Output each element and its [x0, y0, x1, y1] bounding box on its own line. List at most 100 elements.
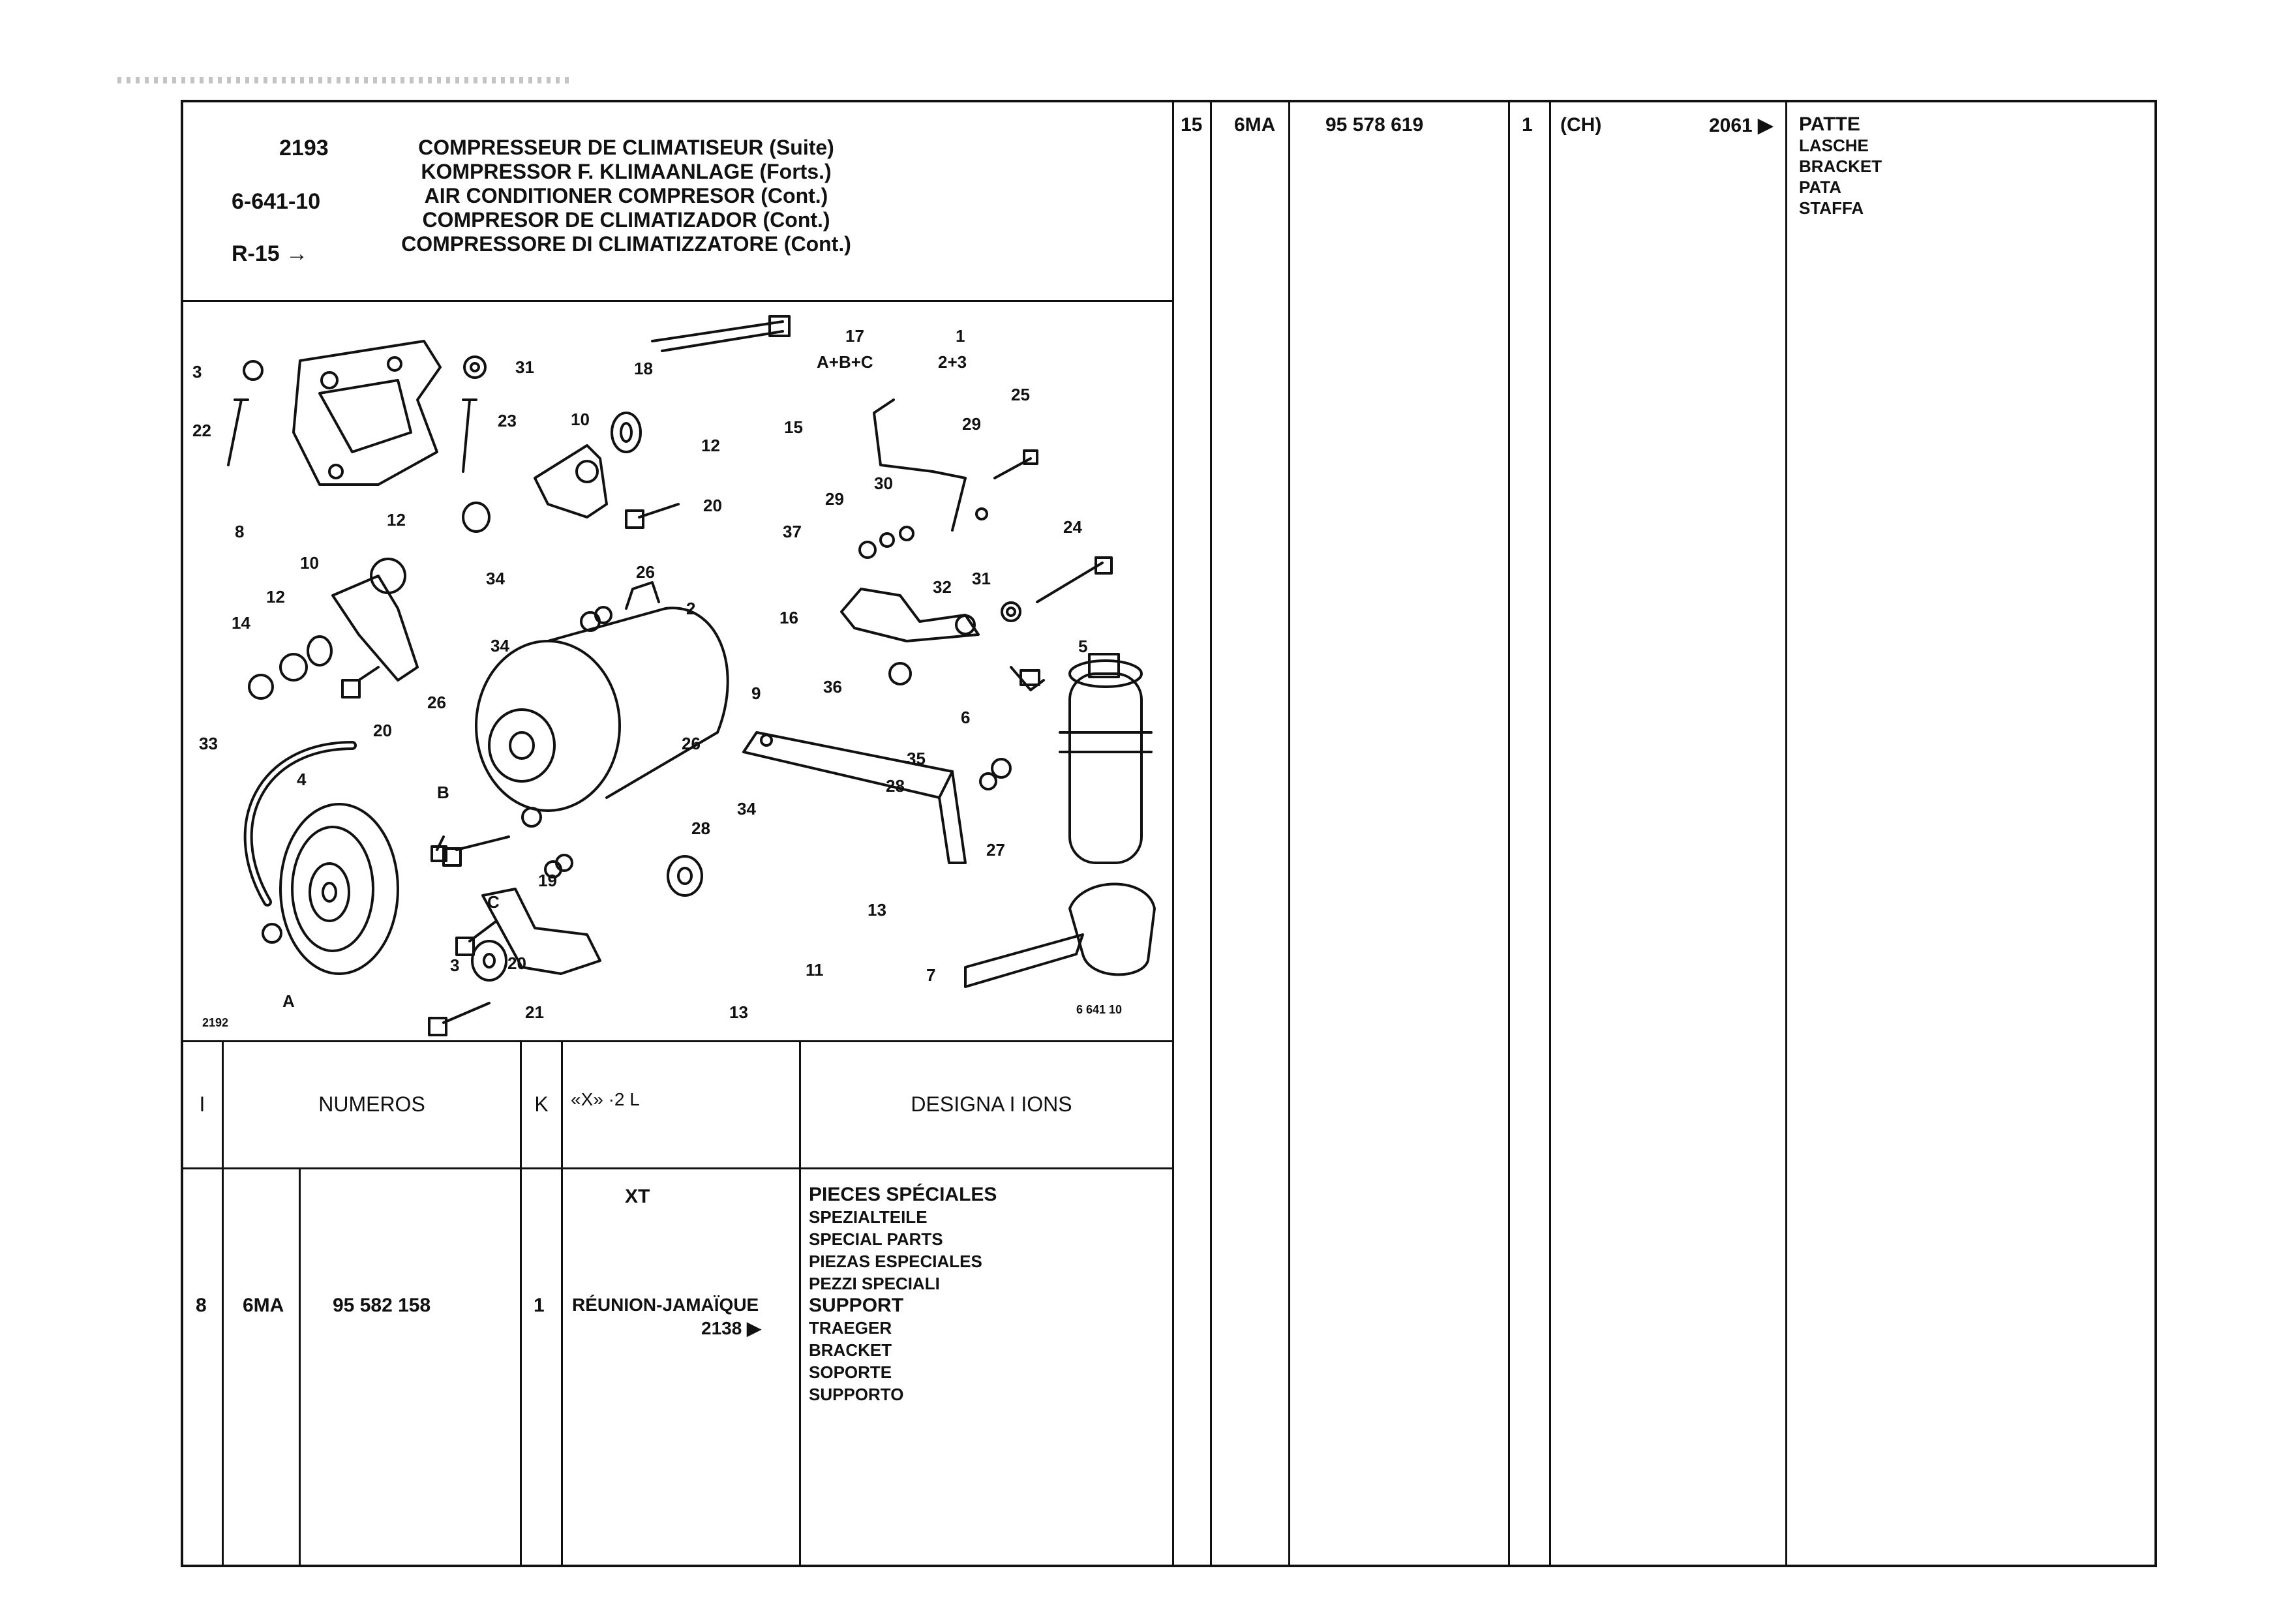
- right-row-index: 15: [1181, 114, 1203, 136]
- callout-8: 8: [235, 522, 245, 541]
- callout-15: 15: [784, 417, 803, 437]
- title-it: COMPRESSORE DI CLIMATIZZATORE (Cont.): [401, 232, 851, 256]
- callout-A: A: [282, 991, 295, 1011]
- callout-1-sub: 2+3: [938, 352, 967, 372]
- designation-support-de: TRAEGER: [809, 1318, 892, 1338]
- col-head-designations: DESIGNA I IONS: [911, 1092, 1072, 1116]
- callout-4: 4: [297, 770, 307, 789]
- callout-34b: 34: [491, 636, 509, 655]
- col-head-index: I: [199, 1092, 205, 1116]
- designation-special-parts-it: PEZZI SPECIALI: [809, 1274, 940, 1293]
- designation-special-parts-es: PIEZAS ESPECIALES: [809, 1252, 982, 1271]
- callout-24: 24: [1063, 517, 1082, 537]
- callout-2: 2: [686, 599, 696, 618]
- left-col-sep-4: [799, 1040, 801, 1567]
- callout-12c: 12: [266, 587, 285, 607]
- callout-9: 9: [751, 683, 761, 703]
- header-bottom-line: [181, 300, 1173, 302]
- callout-C: C: [487, 892, 500, 912]
- reference-arrow: R-15 →: [232, 241, 309, 266]
- figure-number: 2192: [202, 1016, 229, 1029]
- callout-17-sub: A+B+C: [817, 352, 873, 372]
- callout-12b: 12: [387, 510, 406, 530]
- callout-26b: 26: [427, 693, 446, 712]
- callout-31a: 31: [515, 357, 534, 377]
- callout-3b: 3: [450, 955, 460, 975]
- callout-20b: 20: [373, 721, 392, 740]
- designation-special-parts-en: SPECIAL PARTS: [809, 1229, 943, 1249]
- callout-13b: 13: [729, 1002, 748, 1022]
- left-row-model-note: RÉUNION-JAMAÏQUE: [572, 1295, 759, 1315]
- callout-32: 32: [933, 577, 952, 597]
- right-col-sep-1: [1210, 100, 1212, 1567]
- callout-33: 33: [199, 734, 218, 753]
- group-number: 2193: [279, 136, 329, 160]
- callout-25: 25: [1011, 385, 1030, 404]
- right-row-qty: 1: [1522, 114, 1533, 136]
- callout-20c: 20: [507, 954, 526, 973]
- title-es: COMPRESOR DE CLIMATIZADOR (Cont.): [422, 208, 830, 232]
- right-col-sep-5: [1785, 100, 1787, 1567]
- callout-16: 16: [779, 608, 798, 627]
- callout-37: 37: [783, 522, 802, 541]
- designation-patte-de: LASCHE: [1799, 136, 1869, 155]
- callout-19: 19: [538, 871, 557, 890]
- right-row-designations: PATTE LASCHE BRACKET PATA STAFFA: [1799, 114, 1882, 218]
- designation-patte-it: STAFFA: [1799, 198, 1864, 218]
- left-col-sep-3: [561, 1040, 563, 1567]
- col-head-model: «X» ·2 L: [571, 1089, 640, 1109]
- title-en: AIR CONDITIONER COMPRESOR (Cont.): [424, 184, 828, 207]
- right-col-sep-3: [1508, 100, 1510, 1567]
- right-row-code: 6MA: [1234, 114, 1276, 136]
- left-row-qty: 1: [534, 1295, 545, 1316]
- left-row-ref: 2138 ▶: [701, 1318, 761, 1338]
- title-de: KOMPRESSOR F. KLIMAANLAGE (Forts.): [421, 160, 832, 183]
- callout-3a: 3: [192, 362, 202, 382]
- col-head-numbers: NUMEROS: [318, 1092, 425, 1116]
- callout-22: 22: [192, 421, 211, 440]
- callout-30: 30: [874, 473, 893, 493]
- right-col-sep-2: [1288, 100, 1290, 1567]
- callout-1: 1: [956, 326, 965, 346]
- callout-34a: 34: [486, 569, 505, 588]
- left-row-code: 6MA: [243, 1295, 284, 1316]
- callout-29b: 29: [825, 489, 844, 509]
- callout-13a: 13: [868, 900, 886, 920]
- callout-20a: 20: [703, 496, 722, 515]
- designation-support-en: BRACKET: [809, 1340, 892, 1360]
- callout-23: 23: [498, 411, 517, 430]
- callout-36: 36: [823, 677, 842, 697]
- designation-special-parts-fr: PIECES SPÉCIALES: [809, 1184, 997, 1205]
- title-fr: COMPRESSEUR DE CLIMATISEUR (Suite): [418, 136, 834, 159]
- callout-6: 6: [961, 708, 971, 727]
- left-row-index: 8: [196, 1295, 207, 1316]
- left-col-sep-1b: [299, 1167, 301, 1567]
- callout-31b: 31: [972, 569, 991, 588]
- callout-12a: 12: [701, 436, 720, 455]
- callout-26a: 26: [636, 562, 655, 582]
- right-row-part-number: 95 578 619: [1325, 114, 1424, 136]
- col-head-k: K: [534, 1092, 549, 1116]
- exploded-parts-diagram: [227, 315, 1156, 1036]
- callout-17: 17: [845, 326, 864, 346]
- drawing-ref: 6 641 10: [1076, 1003, 1123, 1016]
- callout-B: B: [437, 783, 449, 802]
- designation-special-parts-de: SPEZIALTEILE: [809, 1207, 928, 1227]
- callout-26c: 26: [682, 734, 701, 753]
- callout-14: 14: [232, 613, 250, 633]
- left-col-sep-1: [222, 1040, 224, 1567]
- designation-patte-es: PATA: [1799, 177, 1841, 197]
- right-row-ref: 2061 ▶: [1709, 115, 1774, 136]
- callout-27: 27: [986, 840, 1005, 860]
- scan-noise: [117, 77, 574, 83]
- table-head-bottom-line: [181, 1167, 1173, 1169]
- callout-7: 7: [926, 965, 936, 985]
- callout-10b: 10: [300, 553, 319, 573]
- left-row-model-top: XT: [625, 1186, 650, 1207]
- section-code: 6-641-10: [232, 189, 321, 214]
- left-row-designations: PIECES SPÉCIALES SPEZIALTEILE SPECIAL PA…: [809, 1184, 997, 1405]
- callout-11: 11: [806, 960, 824, 980]
- section-titles: COMPRESSEUR DE CLIMATISEUR (Suite) KOMPR…: [365, 136, 887, 256]
- callout-10a: 10: [571, 410, 590, 429]
- callout-5: 5: [1078, 637, 1088, 656]
